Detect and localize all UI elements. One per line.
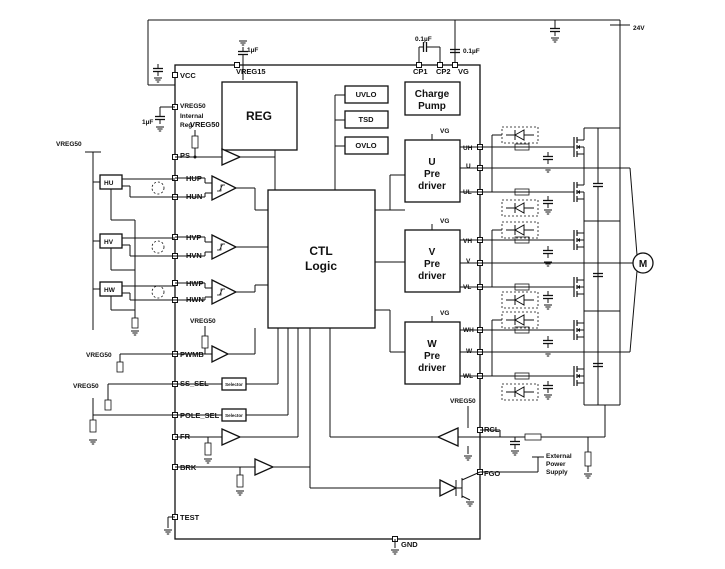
- pin-cp2: CP2: [436, 67, 451, 76]
- external-supply-label-3: Supply: [546, 469, 568, 476]
- output-stage: [480, 126, 654, 406]
- pin-uh: UH: [463, 145, 473, 152]
- charge-pump-block: [404, 81, 461, 116]
- hall-hw-label: HW: [104, 287, 116, 294]
- pin-test: TEST: [180, 513, 200, 522]
- external-supply-label-2: Power: [546, 461, 566, 468]
- reg-label: REG: [246, 109, 272, 123]
- charge-pump-label-2: Pump: [418, 101, 446, 112]
- reg-block: [221, 81, 298, 151]
- pin-vh: VH: [463, 238, 472, 245]
- pin-gnd: GND: [401, 540, 418, 549]
- v-pre-label-1: V: [429, 247, 436, 258]
- ps-pullup-label: VREG50: [190, 120, 220, 129]
- vreg50-cap-label: 1µF: [142, 119, 153, 126]
- ss-sel-selector-label: Selector: [225, 382, 243, 387]
- pin-vcc: VCC: [180, 71, 196, 80]
- pin-vl: VL: [463, 284, 471, 291]
- vg-cap-label: 0.1µF: [463, 48, 480, 55]
- uvlo-label: UVLO: [356, 90, 377, 99]
- pre-drivers: [375, 134, 480, 385]
- pin-vg: VG: [458, 67, 469, 76]
- pin-fgo: FGO: [484, 469, 500, 478]
- cp-cap-label: 0.1µF: [415, 36, 432, 43]
- rcl-supply-label: VREG50: [450, 398, 476, 405]
- v-vg-label: VG: [440, 218, 449, 225]
- supply-rails: [147, 19, 630, 405]
- ovlo-label: OVLO: [355, 141, 376, 150]
- pin-wh: WH: [463, 327, 474, 334]
- vreg15-cap-label: 1µF: [247, 47, 258, 54]
- charge-pump-label-1: Charge: [415, 89, 450, 100]
- pin-rcl: RCL: [484, 425, 500, 434]
- current-limit-and-fg: [309, 328, 606, 507]
- pwmb-pullup-label: VREG50: [190, 318, 216, 325]
- hall-hu-label: HU: [104, 180, 114, 187]
- w-vg-label: VG: [440, 310, 449, 317]
- hall-comparators: [175, 174, 268, 306]
- control-inputs: VREG50 Selector Selector: [88, 318, 311, 535]
- hall-hv-label: HV: [104, 239, 114, 246]
- internal-reg-label-2: Reg: [180, 122, 192, 129]
- u-vg-label: VG: [440, 128, 449, 135]
- sel-ext-supply-label: VREG50: [73, 383, 99, 390]
- pin-ul: UL: [463, 189, 472, 196]
- motor-label: M: [639, 259, 647, 270]
- w-pre-label-2: Pre: [424, 351, 441, 362]
- u-pre-label-2: Pre: [424, 169, 441, 180]
- external-supply-label-1: External: [546, 453, 572, 460]
- pin-u: U: [466, 163, 471, 170]
- pwmb-ext-supply-label: VREG50: [86, 352, 112, 359]
- v-pre-label-2: Pre: [424, 259, 441, 270]
- w-pre-label-1: W: [427, 339, 437, 350]
- hall-supply-label: VREG50: [56, 141, 82, 148]
- pin-ps: PS: [180, 151, 190, 160]
- pin-w: W: [466, 348, 473, 355]
- w-pre-label-3: driver: [418, 363, 446, 374]
- supply-24v-label: 24V: [633, 25, 645, 32]
- v-pre-label-3: driver: [418, 271, 446, 282]
- u-pre-label-3: driver: [418, 181, 446, 192]
- ctl-logic-block: [267, 189, 376, 329]
- pole-sel-selector-label: Selector: [225, 413, 243, 418]
- ctl-label-2: Logic: [305, 259, 337, 273]
- pin-cp1: CP1: [413, 67, 428, 76]
- pin-vreg50: VREG50: [180, 103, 206, 110]
- pin-vreg15: VREG15: [236, 67, 266, 76]
- pin-v: V: [466, 258, 471, 265]
- u-pre-label-1: U: [428, 157, 435, 168]
- tsd-label: TSD: [359, 115, 375, 124]
- ctl-label-1: CTL: [309, 244, 332, 258]
- pin-wl: WL: [463, 373, 473, 380]
- hall-sensors: [85, 151, 175, 336]
- internal-reg-label-1: Internal: [180, 113, 204, 120]
